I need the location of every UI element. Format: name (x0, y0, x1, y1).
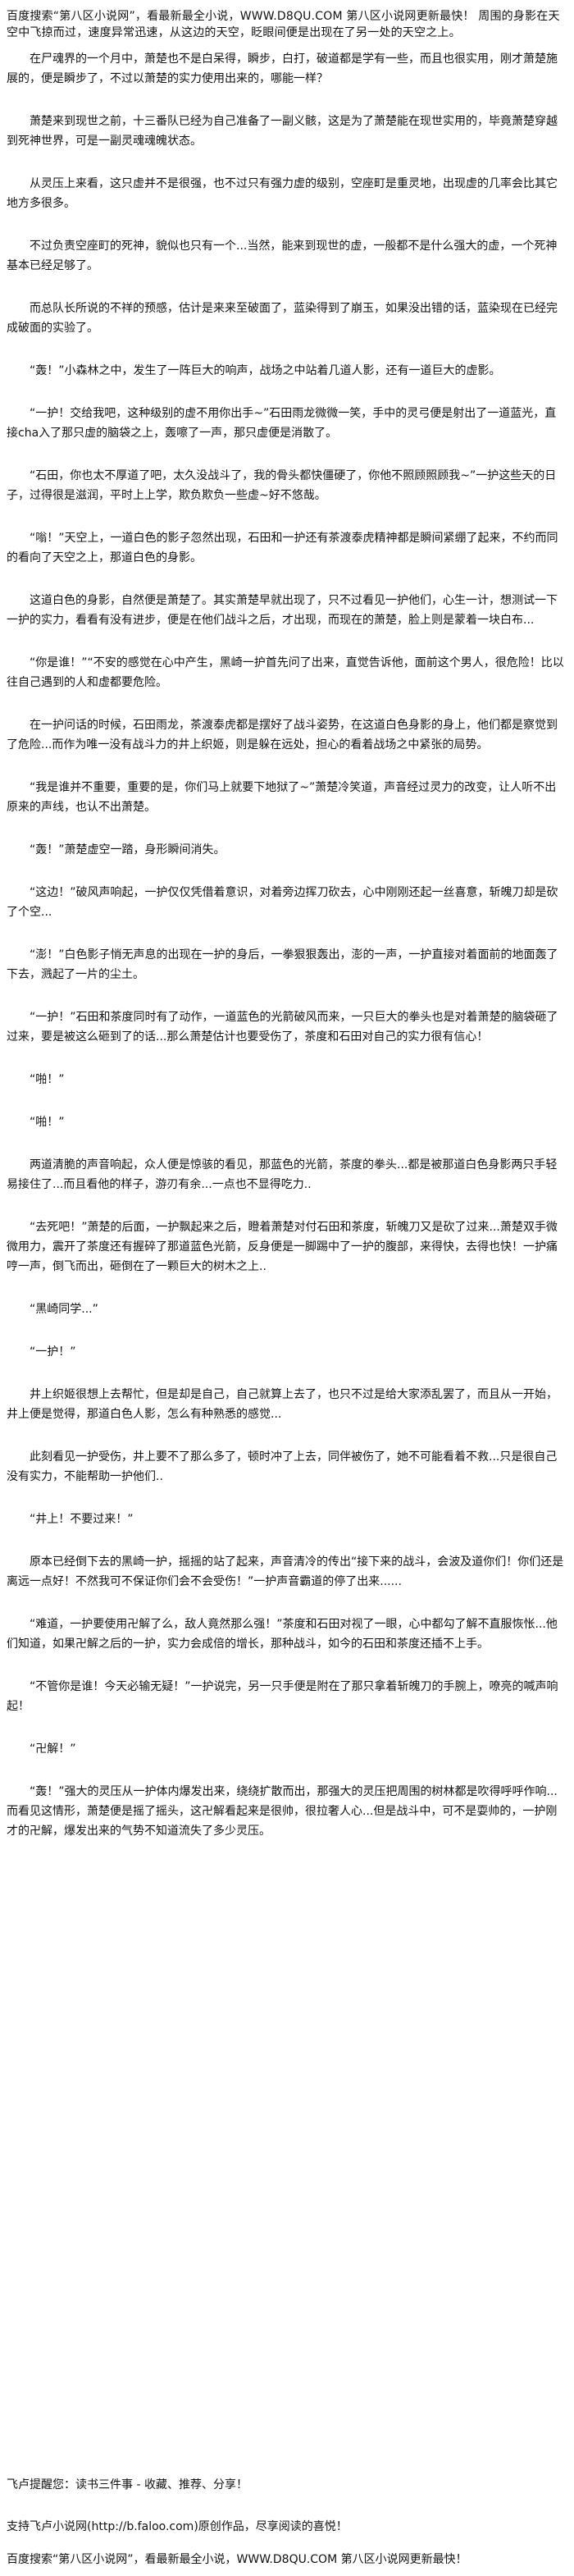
paragraph: 而总队长所说的不祥的预感，估计是来来至破面了，蓝染得到了崩玉，如果没出错的话，蓝… (7, 302, 558, 335)
paragraph: “一护！”石田和茶度同时有了动作，一道蓝色的光箭破风而来，一只巨大的拳头也是对着… (7, 1011, 558, 1044)
paragraph: 这道白色的身影，自然便是萧楚了。其实萧楚早就出现了，只不过看见一护他们，心生一计… (7, 594, 558, 627)
paragraph: 井上织姬很想上去帮忙，但是却是自己，自己就算上去了，也只不过是给大家添乱罢了，而… (7, 1388, 558, 1421)
paragraph: “啪！” (30, 1116, 65, 1129)
paragraph: “我是谁并不重要，重要的是，你们马上就要下地狱了~”萧楚冷笑道，声音经过灵力的改… (7, 781, 557, 814)
paragraph: “黑崎同学...” (30, 1303, 98, 1316)
paragraph: “去死吧！”萧楚的后面，一护飘起来之后，瞪着萧楚对付石田和茶度，斩魄刀又是砍了过… (7, 1221, 558, 1273)
paragraph: “澎！”白色影子悄无声息的出现在一护的身后，一拳狠狠轰出，澎的一声，一护直接对着… (7, 948, 558, 981)
support-line: 支持飞卢小说网(http://b.faloo.com)原创作品，尽享阅读的喜悦！ (7, 2520, 348, 2533)
paragraph: “井上！不要过来！” (30, 1513, 134, 1526)
paragraph: “石田，你也太不厚道了吧，太久没战斗了，我的骨头都快僵硬了，你他不照顾照顾我~”… (7, 469, 557, 502)
paragraph: “轰！”强大的灵压从一护体内爆发出来，绕绕扩散而出，那强大的灵压把周围的树林都是… (7, 1785, 558, 1838)
intro-line: 周围的身影在天空中飞掠而过，速度异常迅速，从这边的天空，眨眼间便是出现在了另一处… (7, 10, 560, 39)
paragraph: “不管你是谁！今天必输无疑！”一护说完，另一只手便是附在了那只拿着斩魄刀的手腕上… (7, 1680, 558, 1713)
paragraph: 在一护问话的时候，石田雨龙，茶渡泰虎都是摆好了战斗姿势，在这道白色身影的身上，他… (7, 719, 558, 751)
paragraph: “一护！交给我吧，这种级别的虚不用你出手~”石田雨龙微微一笑，手中的灵弓便是射出… (7, 407, 557, 440)
top-banner-text: 百度搜索“第八区小说网”，看最新最全小说，WWW.D8QU.COM 第八区小说网… (7, 10, 475, 23)
chapter-body: 在尸魂界的一个月中，萧楚也不是白呆得，瞬步，白打，破道都是学有一些，而且也很实用… (7, 49, 566, 1864)
reading-tip: 飞卢提醒您：读书三件事 - 收藏、推荐、分享！ (7, 2478, 248, 2492)
paragraph: “轰！”小森林之中，发生了一阵巨大的响声，战场之中站着几道人影，还有一道巨大的虚… (30, 364, 501, 377)
paragraph: “嗡！”天空上，一道白色的影子忽然出现，石田和一护还有茶渡泰虎精神都是瞬间紧绷了… (7, 532, 558, 564)
top-banner: 百度搜索“第八区小说网”，看最新最全小说，WWW.D8QU.COM 第八区小说网… (7, 8, 567, 41)
paragraph: 在尸魂界的一个月中，萧楚也不是白呆得，瞬步，白打，破道都是学有一些，而且也很实用… (7, 53, 558, 85)
paragraph: 不过负责空座町的死神，貌似也只有一个...当然，能来到现世的虚，一般都不是什么强… (7, 240, 558, 272)
paragraph: 从灵压上来看，这只虚并不是很强，也不过只有强力虚的级别，空座町是重灵地，出现虚的… (7, 177, 558, 210)
bottom-banner: 百度搜索“第八区小说网”，看最新最全小说，WWW.D8QU.COM 第八区小说网… (7, 2553, 467, 2566)
paragraph: 原本已经倒下去的黑崎一护，摇摇的站了起来，声音清冷的传出“接下来的战斗，会波及道… (7, 1555, 564, 1588)
paragraph: 两道清脆的声音响起，众人便是惊骇的看见，那蓝色的光箭，茶度的拳头...都是被那道… (7, 1158, 558, 1191)
paragraph: “你是谁！”“不安的感觉在心中产生，黑崎一护首先问了出来，直觉告诉他，面前这个男… (7, 656, 564, 689)
paragraph: “难道，一护要使用卍解了么，敌人竟然那么强！”茶度和石田对视了一眼，心中都勾了解… (7, 1618, 558, 1651)
paragraph: “啪！” (30, 1073, 65, 1086)
paragraph: “一护！” (30, 1345, 76, 1359)
paragraph: 萧楚来到现世之前，十三番队已经为自己准备了一副义骸，这是为了萧楚能在现世实用的，… (7, 115, 558, 148)
paragraph: 此刻看见一护受伤，井上要不了那么多了，顿时冲了上去，同伴被伤了，她不可能看着不救… (7, 1450, 558, 1483)
paragraph: “这边！”破风声响起，一护仅仅凭借着意识，对着旁边挥刀砍去，心中刚刚还起一丝喜意… (7, 886, 558, 919)
paragraph: “轰！”萧楚虚空一踏，身形瞬间消失。 (30, 843, 226, 856)
paragraph: “卍解！” (30, 1742, 76, 1756)
